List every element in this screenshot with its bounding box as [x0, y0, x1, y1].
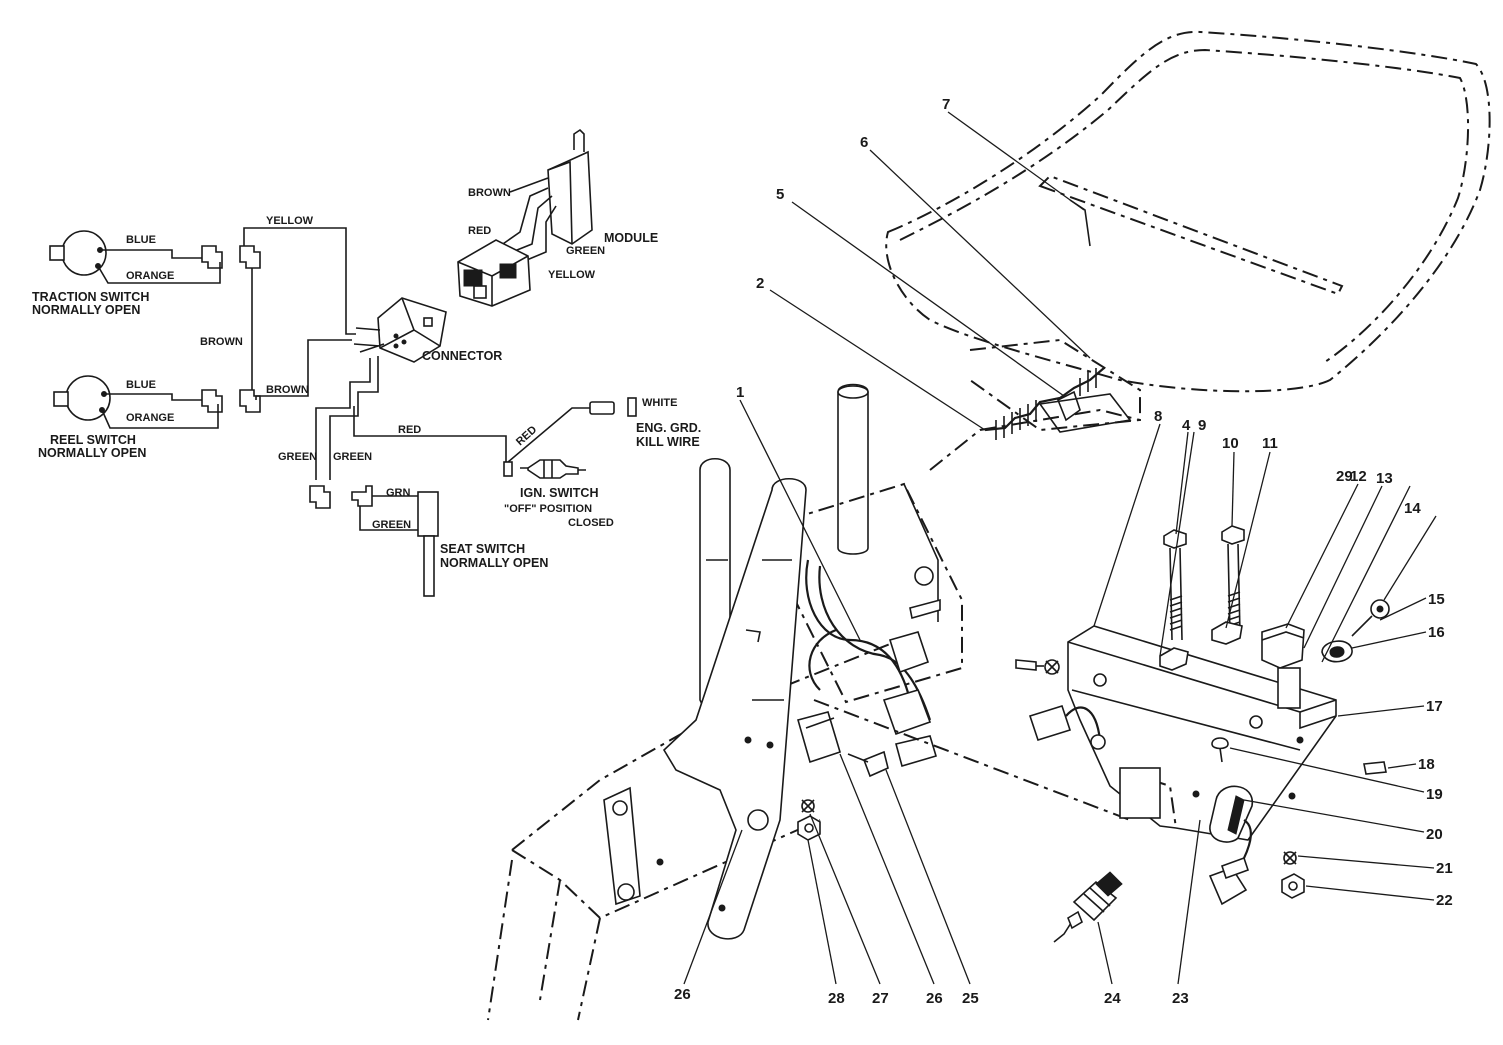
wiring-schematic: BLUE ORANGE TRACTION SWITCH NORMALLY OPE… — [32, 128, 701, 597]
seat-switch-sub-label: NORMALLY OPEN — [440, 556, 548, 570]
eng-grd-label: ENG. GRD. — [636, 421, 701, 435]
green-wire-label-right: GREEN — [333, 451, 372, 463]
brown-wire-label-right: BROWN — [266, 384, 309, 396]
control-panel — [1067, 625, 1337, 841]
mower-frame — [487, 639, 901, 1021]
connector-label: CONNECTOR — [422, 349, 502, 363]
callout-6: 6 — [860, 134, 868, 151]
reel-switch-sub-label: NORMALLY OPEN — [38, 446, 146, 460]
kill-wire-label: KILL WIRE — [636, 435, 700, 449]
callout-23: 23 — [1172, 990, 1189, 1007]
reel-switch-label: REEL SWITCH — [50, 433, 136, 447]
callout-15: 15 — [1428, 591, 1445, 608]
reel-blue-wire-label: BLUE — [126, 379, 156, 391]
connector-symbol — [353, 297, 447, 363]
callout-20: 20 — [1426, 826, 1443, 843]
callout-13: 13 — [1376, 470, 1393, 487]
callout-5: 5 — [776, 186, 784, 203]
seat-switch-symbol — [309, 485, 439, 597]
callout-10: 10 — [1222, 435, 1239, 452]
callout-24: 24 — [1104, 990, 1121, 1007]
ign-switch-label: IGN. SWITCH — [520, 486, 598, 500]
traction-orange-wire-label: ORANGE — [126, 270, 174, 282]
callout-26-right: 26 — [926, 990, 943, 1007]
traction-switch-sub-label: NORMALLY OPEN — [32, 303, 140, 317]
seat-grn-wire-label: GRN — [386, 487, 411, 499]
callout-26-left: 26 — [674, 986, 691, 1003]
bolt-10 — [1211, 525, 1245, 645]
seat-switch-spring — [984, 367, 1132, 440]
seat-switch-label: SEAT SWITCH — [440, 542, 525, 556]
brown-wire-label-left: BROWN — [200, 336, 243, 348]
closed-label: CLOSED — [568, 517, 614, 529]
callout-9-visible: 9 — [1198, 417, 1206, 434]
yellow-wire-label: YELLOW — [266, 215, 314, 227]
reel-orange-wire-label: ORANGE — [126, 412, 174, 424]
control-console-box — [787, 482, 963, 704]
seat-outline — [885, 30, 1491, 393]
callout-7: 7 — [942, 96, 950, 113]
traction-switch-plug — [201, 245, 261, 269]
callout-22: 22 — [1436, 892, 1453, 909]
callout-14: 14 — [1404, 500, 1421, 517]
module-green-wire-label: GREEN — [566, 245, 605, 257]
bolt-4 — [1159, 529, 1189, 671]
white-wire-label: WHITE — [642, 397, 677, 409]
callout-28: 28 — [828, 990, 845, 1007]
callout-18: 18 — [1418, 756, 1435, 773]
callout-1: 1 — [736, 384, 744, 401]
callout-29: 29 — [1336, 468, 1353, 485]
pivot-arm-right — [662, 477, 807, 940]
callout-4: 4 — [1182, 417, 1191, 434]
module-symbol — [457, 128, 593, 307]
module-label: MODULE — [604, 231, 658, 245]
ignition-switch — [1208, 785, 1253, 906]
module-brown-wire-label: BROWN — [468, 187, 511, 199]
callout-16: 16 — [1428, 624, 1445, 641]
module-red-wire-label: RED — [468, 225, 491, 237]
callout-17: 17 — [1426, 698, 1443, 715]
reel-switch-symbol — [53, 375, 111, 421]
seat-support-column — [837, 383, 869, 555]
ignition-stud — [1053, 871, 1123, 943]
callout-27: 27 — [872, 990, 889, 1007]
callout-25: 25 — [962, 990, 979, 1007]
callout-8: 8 — [1154, 408, 1162, 425]
callout-numbers: 1 2 4 5 6 7 8 9 10 11 12 13 14 15 16 17 … — [674, 96, 1453, 1007]
off-position-label: "OFF" POSITION — [504, 503, 592, 515]
leader-lines — [683, 111, 1437, 985]
red-wire-diagonal-label: RED — [514, 424, 539, 448]
ground-connector-symbol — [589, 397, 637, 417]
callout-12: 12 — [1350, 468, 1367, 485]
exploded-view: 1 2 4 5 6 7 8 9 10 11 12 13 14 15 16 17 … — [487, 30, 1491, 1021]
callout-2: 2 — [756, 275, 764, 292]
callout-11: 11 — [1262, 435, 1278, 452]
traction-switch-label: TRACTION SWITCH — [32, 290, 149, 304]
ignition-switch-symbol — [503, 459, 586, 479]
traction-blue-wire-label: BLUE — [126, 234, 156, 246]
traction-switch-symbol — [49, 230, 107, 276]
reel-switch-plug — [201, 389, 261, 413]
callout-21: 21 — [1436, 860, 1453, 877]
red-wire-label: RED — [398, 424, 421, 436]
green-wire-label-left: GREEN — [278, 451, 317, 463]
callout-19: 19 — [1426, 786, 1443, 803]
module-yellow-wire-label: YELLOW — [548, 269, 596, 281]
seat-green-wire-label: GREEN — [372, 519, 411, 531]
